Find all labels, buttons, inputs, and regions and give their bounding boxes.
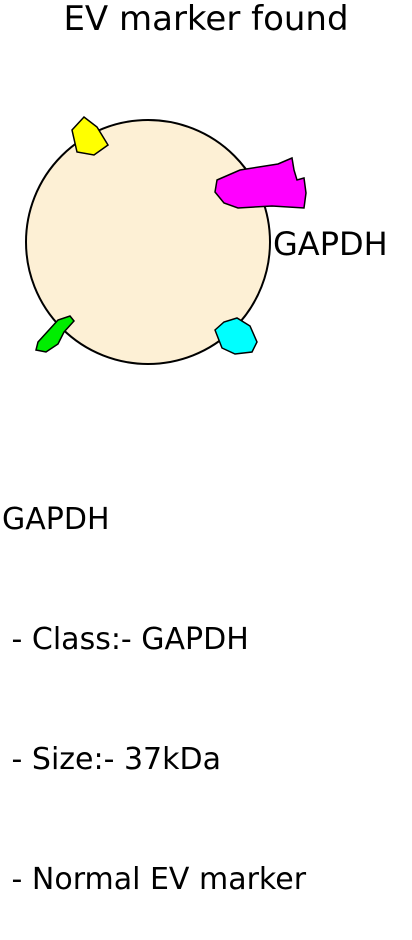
marker-info: GAPDH - Class:- GAPDH - Size:- 37kDa - N…	[2, 420, 306, 940]
page-title: EV marker found	[63, 0, 349, 39]
marker-name: GAPDH	[2, 502, 110, 537]
gapdh-label: GAPDH	[273, 225, 388, 263]
magenta-marker[interactable]	[214, 156, 307, 209]
extracellular-vesicle	[25, 119, 271, 365]
marker-note: - Normal EV marker	[2, 862, 307, 897]
cyan-marker[interactable]	[214, 317, 258, 355]
yellow-marker[interactable]	[71, 115, 110, 156]
green-marker[interactable]	[35, 315, 75, 353]
marker-size: - Size:- 37kDa	[2, 742, 221, 777]
ev-diagram: GAPDH	[25, 115, 388, 365]
marker-class: - Class:- GAPDH	[2, 622, 249, 657]
